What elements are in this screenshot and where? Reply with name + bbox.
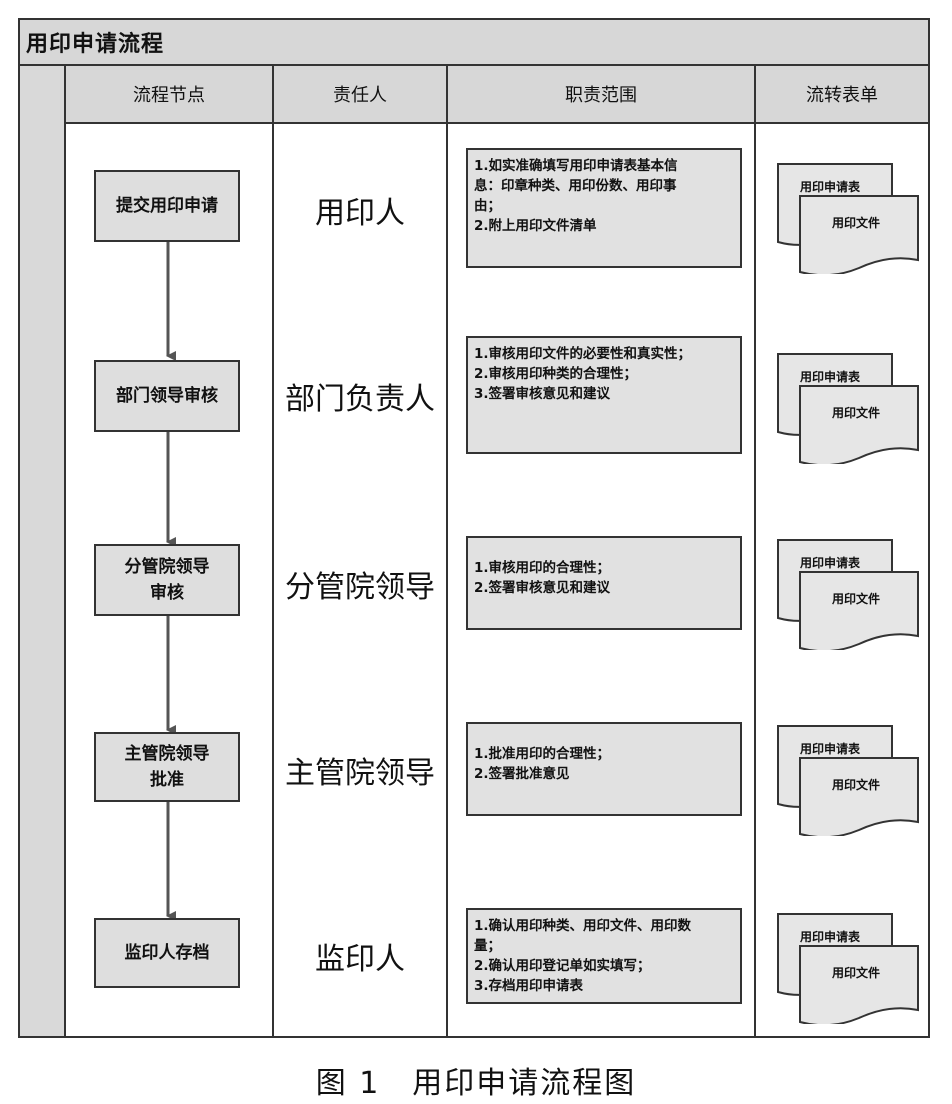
form-back-label: 用印申请表 [800, 370, 861, 384]
duty-line: 1.如实准确填写用印申请表基本信 [474, 158, 678, 174]
form-back-label: 用印申请表 [800, 930, 861, 944]
duty-box-5: 1.确认用印种类、用印文件、用印数 量； 2.确认用印登记单如实填写； 3.存档… [466, 908, 742, 1004]
form-back-label: 用印申请表 [800, 556, 861, 570]
duty-box-3: 1.审核用印的合理性； 2.签署审核意见和建议 [466, 536, 742, 630]
node-box-3: 分管院领导 审核 [94, 544, 240, 616]
duty-line: 由； [474, 198, 501, 214]
form-stack-1: 用印申请表 用印文件 [774, 158, 924, 274]
duty-line: 1.审核用印的合理性； [474, 560, 611, 576]
duty-line: 1.审核用印文件的必要性和真实性； [474, 346, 692, 362]
duty-box-4: 1.批准用印的合理性； 2.签署批准意见 [466, 722, 742, 816]
node-box-4: 主管院领导 批准 [94, 732, 240, 802]
column-divider [446, 66, 448, 1036]
form-front-label: 用印文件 [832, 778, 881, 792]
form-front-label: 用印文件 [832, 966, 881, 980]
figure-caption: 图 1 用印申请流程图 [315, 1066, 637, 1101]
form-front-label: 用印文件 [832, 406, 881, 420]
form-front-label: 用印文件 [832, 216, 881, 230]
duty-line: 量； [474, 938, 501, 954]
node-box-2: 部门领导审核 [94, 360, 240, 432]
duty-line: 2.审核用印种类的合理性； [474, 366, 638, 382]
document-icon [777, 353, 919, 464]
person-1: 用印人 [315, 196, 405, 231]
duty-line: 2.签署审核意见和建议 [474, 580, 611, 596]
person-3: 分管院领导 [285, 570, 435, 605]
person-5: 监印人 [315, 942, 405, 977]
person-4: 主管院领导 [285, 756, 435, 791]
document-icon [777, 725, 919, 836]
header-row: 流程节点 责任人 职责范围 流转表单 [66, 66, 928, 124]
header-node: 流程节点 [133, 85, 205, 106]
left-strip [20, 66, 66, 1036]
form-back-label: 用印申请表 [800, 180, 861, 194]
duty-line: 1.批准用印的合理性； [474, 746, 611, 762]
form-stack-3: 用印申请表 用印文件 [774, 534, 924, 650]
duty-line: 2.附上用印文件清单 [474, 218, 597, 234]
form-front-label: 用印文件 [832, 592, 881, 606]
document-icon [777, 163, 919, 274]
node-box-5: 监印人存档 [94, 918, 240, 988]
form-back-label: 用印申请表 [800, 742, 861, 756]
person-2: 部门负责人 [285, 382, 435, 417]
duty-line: 3.存档用印申请表 [474, 978, 584, 994]
column-divider [754, 66, 756, 1036]
node-box-1: 提交用印申请 [94, 170, 240, 242]
header-forms: 流转表单 [806, 85, 878, 106]
duty-line: 息：印章种类、用印份数、用印事 [474, 178, 677, 194]
duty-line: 2.确认用印登记单如实填写； [474, 958, 651, 974]
diagram-title: 用印申请流程 [20, 20, 928, 66]
document-icon [777, 539, 919, 650]
header-person: 责任人 [333, 85, 387, 106]
column-divider [272, 66, 274, 1036]
duty-box-1: 1.如实准确填写用印申请表基本信 息：印章种类、用印份数、用印事 由； 2.附上… [466, 148, 742, 268]
duty-line: 1.确认用印种类、用印文件、用印数 [474, 918, 692, 934]
flowchart-frame: 用印申请流程 流程节点 责任人 职责范围 流转表单 提交用印申请 用印人 1.如… [18, 18, 930, 1038]
duty-line: 2.签署批准意见 [474, 766, 570, 782]
form-stack-4: 用印申请表 用印文件 [774, 720, 924, 836]
header-duty: 职责范围 [565, 85, 637, 106]
form-stack-5: 用印申请表 用印文件 [774, 908, 924, 1024]
duty-line: 3.签署审核意见和建议 [474, 386, 611, 402]
document-icon [777, 913, 919, 1024]
form-stack-2: 用印申请表 用印文件 [774, 348, 924, 464]
flow-arrows [166, 242, 176, 921]
duty-box-2: 1.审核用印文件的必要性和真实性； 2.审核用印种类的合理性； 3.签署审核意见… [466, 336, 742, 454]
